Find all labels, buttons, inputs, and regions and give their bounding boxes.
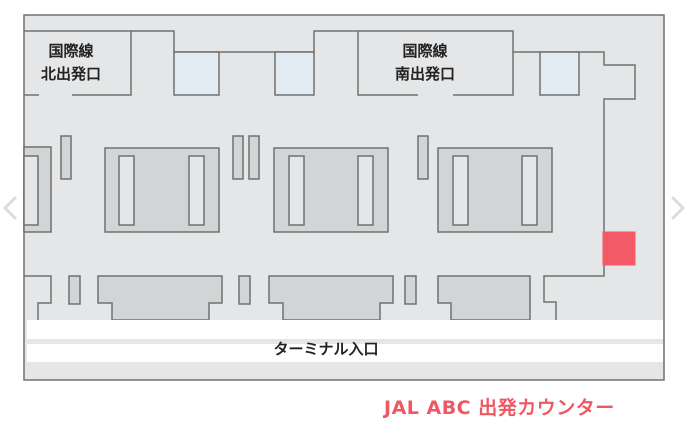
chevron-right-icon <box>670 195 686 221</box>
counter-island-3 <box>437 147 553 233</box>
counter-island-1 <box>104 147 220 233</box>
carousel-prev-button[interactable] <box>0 193 20 223</box>
glass-room-2 <box>274 51 315 96</box>
south-departure-label-2: 南出発口 <box>395 65 455 83</box>
pillars-upper <box>60 135 429 180</box>
north-departure-label: 国際線 <box>48 42 93 60</box>
south-departure-label: 国際線 <box>402 42 447 60</box>
terminal-entrance-label: ターミナル入口 <box>273 340 378 358</box>
jal-abc-counter-marker[interactable] <box>602 231 636 266</box>
counter-island-2 <box>273 147 389 233</box>
counter-caption: JAL ABC 出発カウンター <box>384 397 615 419</box>
counter-block-left-partial <box>23 146 52 233</box>
lower-left-wall <box>24 275 52 320</box>
chevron-left-icon <box>2 195 18 221</box>
glass-room-3 <box>539 51 580 96</box>
walkway-upper <box>27 320 663 339</box>
walkway-lower <box>27 344 663 362</box>
north-departure-label-2: 北出発口 <box>41 65 101 83</box>
lower-counters <box>97 275 531 321</box>
top-walls <box>24 30 636 320</box>
carousel-next-button[interactable] <box>668 193 688 223</box>
pillars-lower <box>68 275 417 305</box>
glass-room-1 <box>173 51 220 96</box>
